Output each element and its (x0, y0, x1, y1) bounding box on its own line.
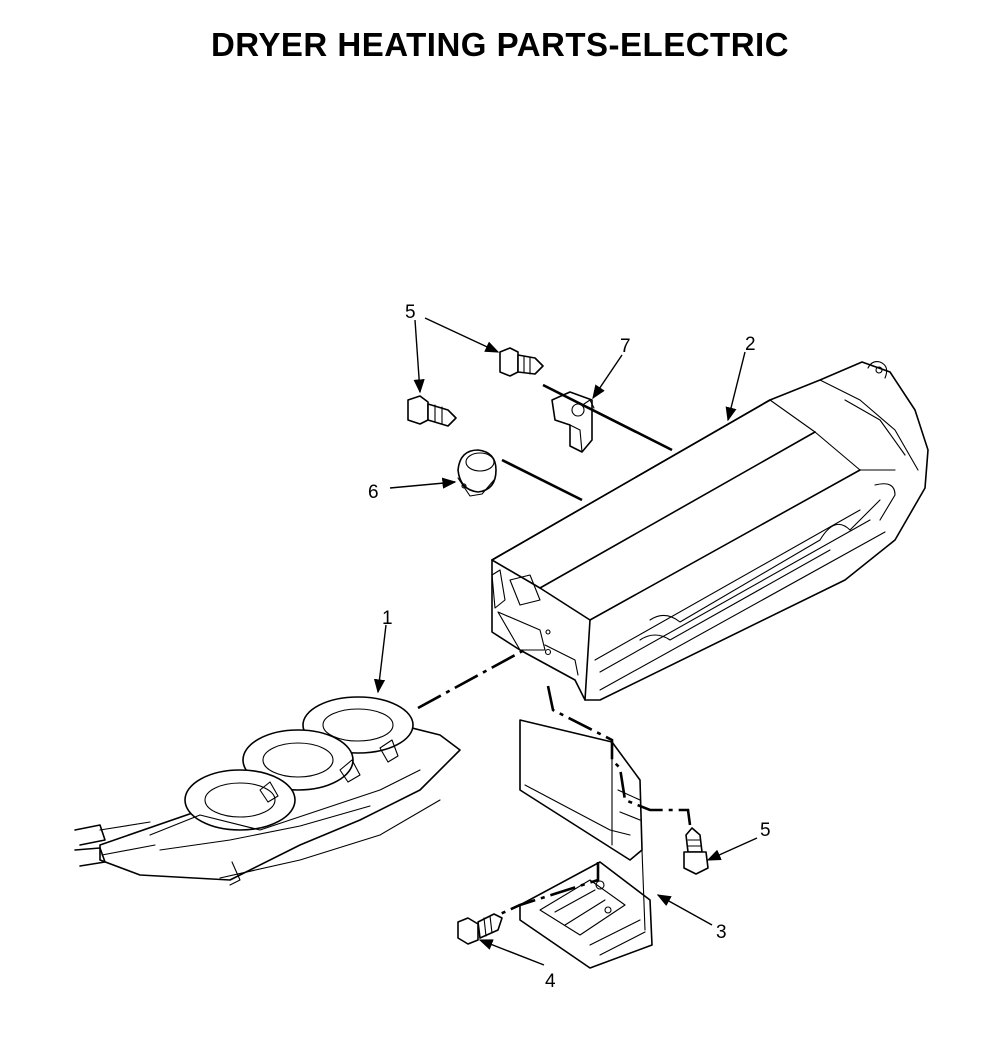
thermostat-part (457, 449, 497, 497)
callout-3: 3 (716, 922, 727, 943)
callout-6: 6 (368, 482, 379, 503)
callout-7: 7 (620, 336, 631, 357)
heating-element-part (74, 696, 461, 886)
callout-5-right: 5 (760, 820, 771, 841)
callout-4: 4 (545, 971, 556, 992)
screw-part-upper (499, 347, 544, 377)
assembly-lines (417, 383, 692, 917)
heater-housing-part (491, 361, 929, 701)
leader-arrows (373, 317, 758, 966)
screw-part-right (683, 827, 709, 875)
thermal-fuse-part (551, 391, 595, 453)
callout-labels: 5 7 2 6 1 5 3 4 (368, 302, 771, 992)
callout-1: 1 (382, 608, 393, 629)
callout-2: 2 (745, 334, 756, 355)
diagram-title: DRYER HEATING PARTS-ELECTRIC (210, 26, 790, 63)
callout-5-upper: 5 (405, 302, 416, 323)
screw-part-left (407, 395, 457, 427)
bracket-part (519, 719, 653, 969)
screw-part-bottom (457, 913, 503, 945)
